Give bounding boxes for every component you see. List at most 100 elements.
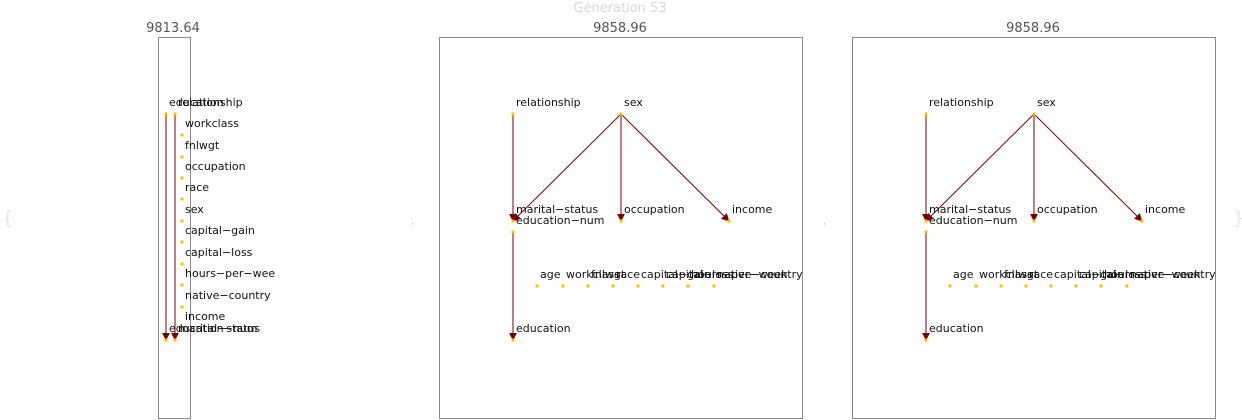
node-marker-capital-loss: [180, 262, 184, 266]
node-label-relationship: relationship: [516, 96, 581, 109]
node-label-fnlwgt: fnlwgt: [591, 268, 626, 281]
node-label-capital-loss: capital−loss: [1079, 268, 1147, 281]
node-marker-sex: [1032, 112, 1036, 116]
node-marker-marital-status: [924, 219, 928, 223]
node-marker-hours-per-week: [180, 283, 184, 287]
node-label-workclass: workclass: [566, 268, 620, 281]
node-label-native-country: native−country: [717, 268, 803, 281]
node-marker-education: [164, 112, 168, 116]
node-marker-race: [180, 197, 184, 201]
node-marker-workclass: [974, 284, 978, 288]
panel-score: 9858.96: [1006, 21, 1060, 36]
node-label-marital-status: marital−status: [178, 322, 260, 335]
edge-sex-to-income: [620, 113, 730, 222]
node-marker-capital-gain: [180, 240, 184, 244]
separator-tick: ,: [823, 216, 826, 227]
node-label-workclass: workclass: [979, 268, 1033, 281]
node-label-education: education: [929, 322, 984, 335]
node-marker-capital-gain: [636, 284, 640, 288]
separator-tick: ,: [411, 216, 414, 227]
node-label-relationship: relationship: [178, 96, 243, 109]
panel-score: 9813.64: [146, 21, 200, 36]
node-label-income: income: [732, 203, 773, 216]
node-marker-relationship: [173, 112, 177, 116]
node-label-capital-gain: capital−gain: [1054, 268, 1124, 281]
node-label-education-num: education−num: [516, 214, 604, 227]
edge-sex-to-marital-status: [925, 113, 1035, 222]
node-marker-native-country: [180, 305, 184, 309]
node-label-capital-gain: capital−gain: [185, 224, 255, 237]
node-label-hours-per-week: hours−per−wee: [185, 267, 275, 280]
edge-sex-to-income: [1033, 113, 1143, 222]
node-marker-workclass: [561, 284, 565, 288]
node-marker-fnlwgt: [999, 284, 1003, 288]
node-label-fnlwgt: fnlwgt: [1004, 268, 1039, 281]
node-marker-sex: [180, 219, 184, 223]
node-label-workclass: workclass: [185, 117, 239, 130]
node-marker-education-num: [924, 230, 928, 234]
node-marker-race: [1024, 284, 1028, 288]
node-label-occupation: occupation: [624, 203, 685, 216]
node-marker-native-country: [712, 284, 716, 288]
node-label-marital-status: marital−status: [516, 203, 598, 216]
node-label-capital-loss: capital−loss: [666, 268, 734, 281]
node-marker-relationship: [511, 112, 515, 116]
node-marker-education-num: [511, 230, 515, 234]
node-label-age: age: [540, 268, 561, 281]
generation-title: Generation 53: [573, 1, 666, 16]
node-marker-income: [1140, 219, 1144, 223]
node-label-education: education: [169, 96, 224, 109]
node-label-hours-per-week: hours−per−week: [691, 268, 788, 281]
node-label-income: income: [185, 310, 226, 323]
node-label-sex: sex: [185, 203, 204, 216]
node-label-marital-status: marital−status: [929, 203, 1011, 216]
panel-frame: [439, 37, 803, 419]
node-label-sex: sex: [1037, 96, 1056, 109]
node-label-occupation: occupation: [1037, 203, 1098, 216]
node-marker-education-num: [164, 338, 168, 342]
node-marker-occupation: [1032, 219, 1036, 223]
node-marker-hours-per-week: [1099, 284, 1103, 288]
node-marker-workclass: [180, 133, 184, 137]
node-marker-occupation: [619, 219, 623, 223]
node-label-native-country: native−country: [1130, 268, 1216, 281]
node-label-age: age: [953, 268, 974, 281]
node-marker-age: [535, 284, 539, 288]
node-marker-sex: [619, 112, 623, 116]
node-label-fnlwgt: fnlwgt: [185, 139, 220, 152]
node-label-education-num: education−num: [929, 214, 1017, 227]
node-label-education: education: [516, 322, 571, 335]
node-marker-education: [511, 338, 515, 342]
node-marker-fnlwgt: [586, 284, 590, 288]
node-marker-marital-status: [173, 338, 177, 342]
node-marker-capital-loss: [661, 284, 665, 288]
node-marker-native-country: [1125, 284, 1129, 288]
node-marker-age: [948, 284, 952, 288]
node-label-capital-loss: capital−loss: [185, 246, 253, 259]
node-marker-education: [924, 338, 928, 342]
edge-sex-to-marital-status: [512, 113, 622, 222]
node-marker-income: [727, 219, 731, 223]
node-label-capital-gain: capital−gain: [641, 268, 711, 281]
panel-frame: [852, 37, 1216, 419]
node-marker-hours-per-week: [686, 284, 690, 288]
right-bracket-glyph: }: [1233, 208, 1242, 229]
node-label-race: race: [616, 268, 640, 281]
node-marker-relationship: [924, 112, 928, 116]
node-marker-fnlwgt: [180, 155, 184, 159]
panel-score: 9858.96: [593, 21, 647, 36]
node-label-hours-per-week: hours−per−week: [1104, 268, 1201, 281]
node-marker-race: [611, 284, 615, 288]
node-label-race: race: [1029, 268, 1053, 281]
node-label-income: income: [1145, 203, 1186, 216]
node-marker-marital-status: [511, 219, 515, 223]
node-marker-capital-loss: [1074, 284, 1078, 288]
node-label-education-num: education−num: [169, 322, 257, 335]
left-bracket-glyph: {: [2, 208, 13, 229]
node-marker-income: [180, 326, 184, 330]
node-marker-occupation: [180, 176, 184, 180]
node-label-race: race: [185, 181, 209, 194]
